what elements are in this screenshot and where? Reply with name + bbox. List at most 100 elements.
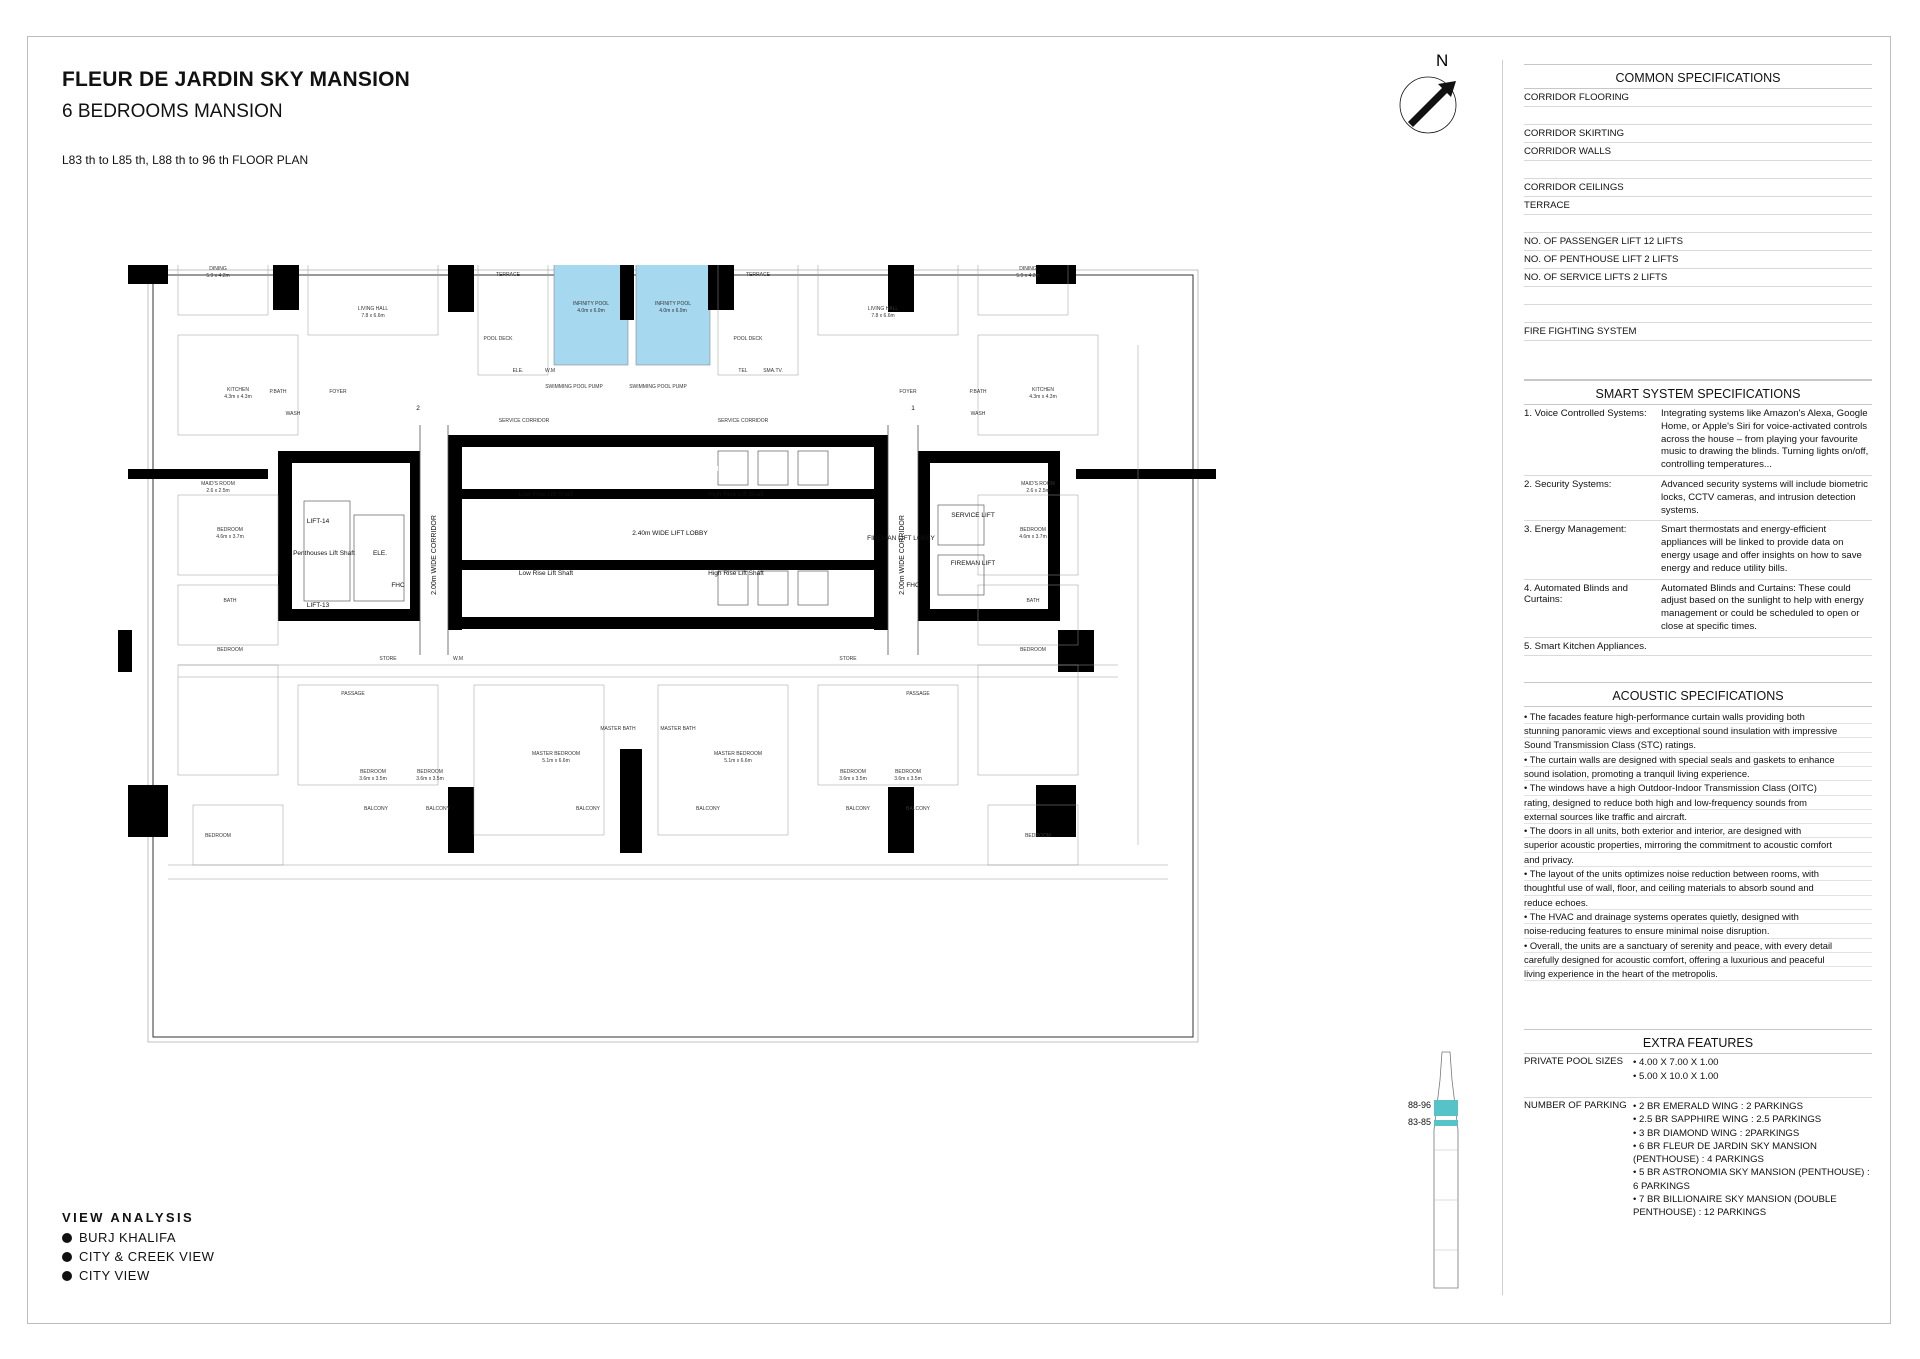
acoustic-line: and privacy. [1524,853,1872,868]
pool-sizes-values: • 4.00 X 7.00 X 1.00 • 5.00 X 10.0 X 1.0… [1633,1056,1872,1083]
plan-fireman-lobby: FIREMAN LIFT LOBBY [867,535,935,542]
plan-master-size-2: 5.1m x 6.6m [724,758,752,764]
plan-balcony-5: BALCONY [576,806,601,812]
plan-corridor-left: 2.00m WIDE CORRIDOR [431,515,438,595]
floor-plan: BALCONY BALCONY DINING 5.9 x 4.2m DINING… [118,265,1216,1043]
plan-kitchen-size-1: 4.3m x 4.3m [224,394,252,400]
view-label: CITY VIEW [79,1268,150,1283]
smart-item-label: 3. Energy Management: [1524,524,1627,536]
plan-wash-2: WASH [971,411,986,417]
plan-lift-2: LIFT-2 [538,466,558,473]
plan-bedroom-8: BEDROOM [895,769,921,775]
plan-terrace-1: TERRACE [496,272,521,278]
smart-item: 2. Security Systems:Advanced security sy… [1524,476,1872,522]
tower-label-upper: 88-96 [1408,1100,1432,1110]
spacer [1524,1085,1872,1098]
plan-lift-6: LIFT-6 [590,606,610,613]
smart-item-text: Integrating systems like Amazon's Alexa,… [1661,408,1869,471]
plan-bath-1: BATH [224,598,237,604]
plan-living-1: LIVING HALL [358,306,389,312]
plan-tel: TEL [738,368,747,374]
smart-item-label: 5. Smart Kitchen Appliances. [1524,640,1647,652]
plan-bath-2: BATH [1027,598,1040,604]
plan-service-corridor-2: SERVICE CORRIDOR [718,418,769,424]
plan-pool-deck-1: POOL DECK [484,336,514,342]
plan-wm-1: W.M [545,368,555,374]
plan-high-shaft-1: High Rise Lift Shaft [708,491,764,498]
swim-pool-right [635,265,711,366]
common-spec-title: COMMON SPECIFICATIONS [1524,64,1872,89]
parking-item: • 6 BR FLEUR DE JARDIN SKY MANSION (PENT… [1633,1140,1817,1166]
plan-living-size-2: 7.8 x 6.6m [871,313,894,319]
smart-item: 4. Automated Blinds and Curtains:Automat… [1524,580,1872,638]
plan-store-2: STORE [839,656,857,662]
lift-boxes [303,450,985,606]
plan-living-2: LIVING HALL [868,306,899,312]
smart-item-text: Smart thermostats and energy-efficient a… [1661,524,1862,574]
plan-pump-2: SWIMMING POOL PUMP [629,384,687,390]
plan-wm-2: W.M [453,656,463,662]
plan-master-bath-2: MASTER BATH [660,726,696,732]
spec-row: CORRIDOR WALLS [1524,143,1872,161]
tower-band-upper [1434,1100,1458,1116]
plan-lift-3: LIFT-3 [591,466,611,473]
plan-service-corridor-1: SERVICE CORRIDOR [499,418,550,424]
plan-bedroom-2: BEDROOM [1020,527,1046,533]
parking-item: • 3 BR DIAMOND WING : 2PARKINGS [1633,1127,1800,1139]
plan-labels: BALCONY BALCONY DINING 5.9 x 4.2m DINING… [201,266,1057,839]
acoustic-line: noise-reducing features to ensure minima… [1524,924,1872,939]
plan-pool-size-2: 4.0m x 6.9m [659,308,687,314]
spec-row: CORRIDOR FLOORING [1524,89,1872,107]
plan-foyer-2: FOYER [899,389,917,395]
plan-bedroom-3: BEDROOM [217,647,243,653]
acoustic-spec-title: ACOUSTIC SPECIFICATIONS [1524,681,1872,707]
plan-lift-12: LIFT-12 [761,606,785,613]
smart-spec-title: SMART SYSTEM SPECIFICATIONS [1524,380,1872,405]
plan-dining-1: DINING [209,266,227,272]
acoustic-line: stunning panoramic views and exceptional… [1524,724,1872,739]
plan-bedroom-9: BEDROOM [205,833,231,839]
pool-size: • 5.00 X 10.0 X 1.00 [1633,1070,1719,1082]
north-label: N [1436,51,1448,70]
plan-passage-1: PASSAGE [341,691,365,697]
page-subtitle: 6 BEDROOMS MANSION [62,101,283,122]
plan-maid-2: MAID'S ROOM [1021,481,1055,487]
plan-lift-11: LIFT-11 [711,606,735,613]
plan-bedroom-size-5: 3.6m x 3.5m [359,776,387,782]
pool-sizes-label: PRIVATE POOL SIZES [1524,1056,1623,1068]
plan-bedroom-size-2: 4.6m x 3.7m [1019,534,1047,540]
acoustic-line: sound isolation, promoting a tranquil li… [1524,767,1872,782]
plan-pool-2: INFINITY POOL [655,301,691,307]
plan-maid-1: MAID'S ROOM [201,481,235,487]
sheet-border [27,36,1891,1324]
plan-bedroom-size-8: 3.6m x 3.5m [894,776,922,782]
plan-pump-1: SWIMMING POOL PUMP [545,384,603,390]
swim-pool-left [553,265,629,366]
plan-fhc-1: FHC [391,582,405,589]
plan-foyer-1: FOYER [329,389,347,395]
north-arrow-icon: N [1399,51,1457,134]
spacer [1524,656,1872,682]
spec-row: TERRACE [1524,197,1872,215]
plan-balcony-6: BALCONY [696,806,721,812]
plan-bedroom-size-1: 4.6m x 3.7m [216,534,244,540]
plan-master-bath-1: MASTER BATH [600,726,636,732]
plan-lift-8: LIFT-8 [713,466,733,473]
plan-lift-9: LIFT-9 [763,466,783,473]
plan-bedroom-1: BEDROOM [217,527,243,533]
spec-row [1524,215,1872,233]
smart-item-text [1661,641,1872,652]
corridor-labels: 2.00m WIDE CORRIDOR 2.00m WIDE CORRIDOR [431,515,906,595]
plan-powder-1: P.BATH [269,389,286,395]
acoustic-line: • The HVAC and drainage systems operates… [1524,910,1872,925]
plan-service-lift: SERVICE LIFT [951,512,995,519]
interior-lines [168,265,1168,880]
plan-bedroom-size-6: 3.6m x 3.5m [416,776,444,782]
plan-store-1: STORE [379,656,397,662]
spec-row [1524,107,1872,125]
bullet-icon [62,1232,72,1243]
plan-fhc-2: FHC [906,582,920,589]
plan-low-shaft-1: Low Rise Lift Shaft [519,491,573,498]
plan-pool-deck-2: POOL DECK [734,336,764,342]
plan-bedroom-7: BEDROOM [840,769,866,775]
